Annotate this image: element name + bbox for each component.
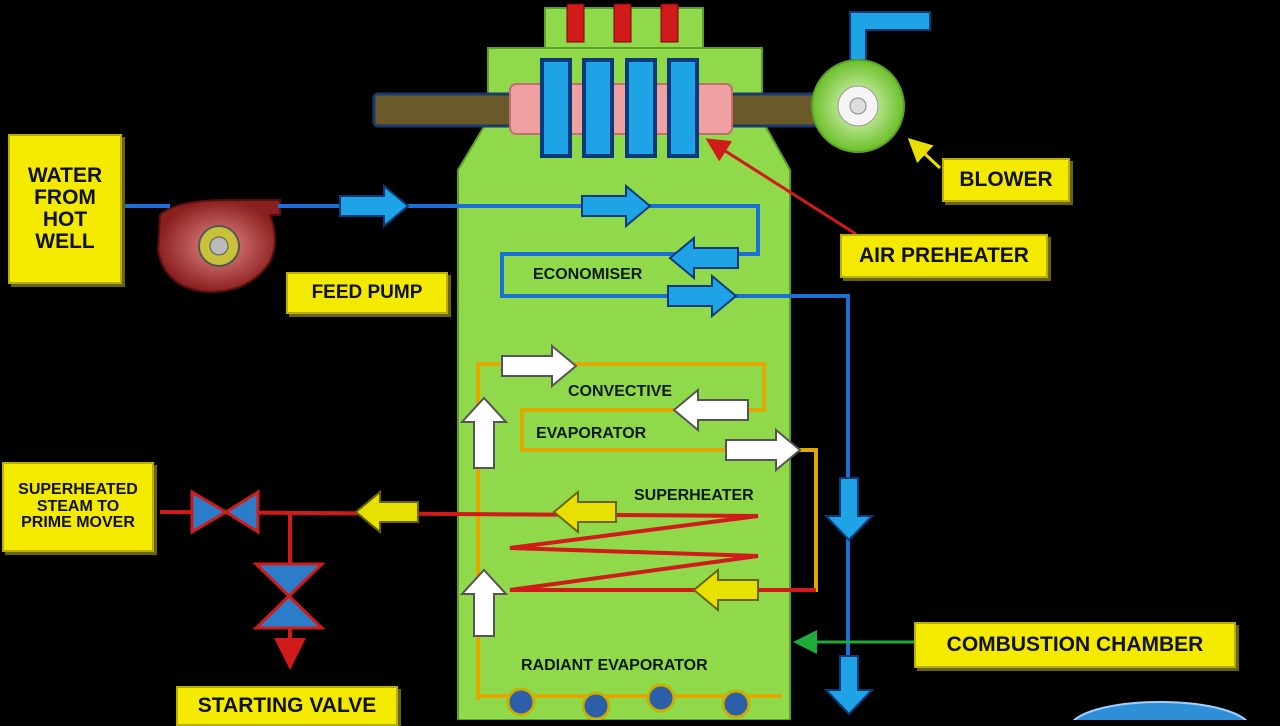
steam-arrows <box>354 489 759 613</box>
superheater-coil <box>159 510 816 670</box>
starting-valve-label: STARTING VALVE <box>176 686 398 726</box>
economiser-label: ECONOMISER <box>533 266 643 283</box>
starting-valve-icon <box>252 562 326 630</box>
blower-icon <box>811 11 931 153</box>
water-from-hot-well-label: WATER FROM HOT WELL <box>8 134 122 284</box>
air-duct-left <box>372 92 516 128</box>
air-duct-right <box>728 92 822 128</box>
evaporator-arrows <box>459 343 802 637</box>
superheater-label: SUPERHEATER <box>634 487 754 504</box>
superheated-steam-label: SUPERHEATED STEAM TO PRIME MOVER <box>2 462 154 552</box>
blower-pointer <box>907 137 942 170</box>
burners <box>506 683 751 720</box>
air-preheater-tubes <box>540 58 699 158</box>
convective-label: CONVECTIVE <box>568 383 673 400</box>
radiant-evaporator-label: RADIANT EVAPORATOR <box>521 657 708 674</box>
chimney-pipes <box>566 3 679 43</box>
air-preheater-pointer <box>705 138 857 236</box>
feed-pump-label: FEED PUMP <box>286 272 448 314</box>
feed-pump-icon <box>156 199 281 294</box>
main-valve-icon <box>190 489 260 535</box>
water-line <box>122 204 850 700</box>
blower-label: BLOWER <box>942 158 1070 202</box>
evaporator-label: EVAPORATOR <box>536 425 647 442</box>
combustion-chamber-label: COMBUSTION CHAMBER <box>914 622 1236 668</box>
water-flow-arrows <box>339 183 875 716</box>
corner-ellipse <box>1072 701 1248 720</box>
air-preheater-label: AIR PREHEATER <box>840 234 1048 278</box>
